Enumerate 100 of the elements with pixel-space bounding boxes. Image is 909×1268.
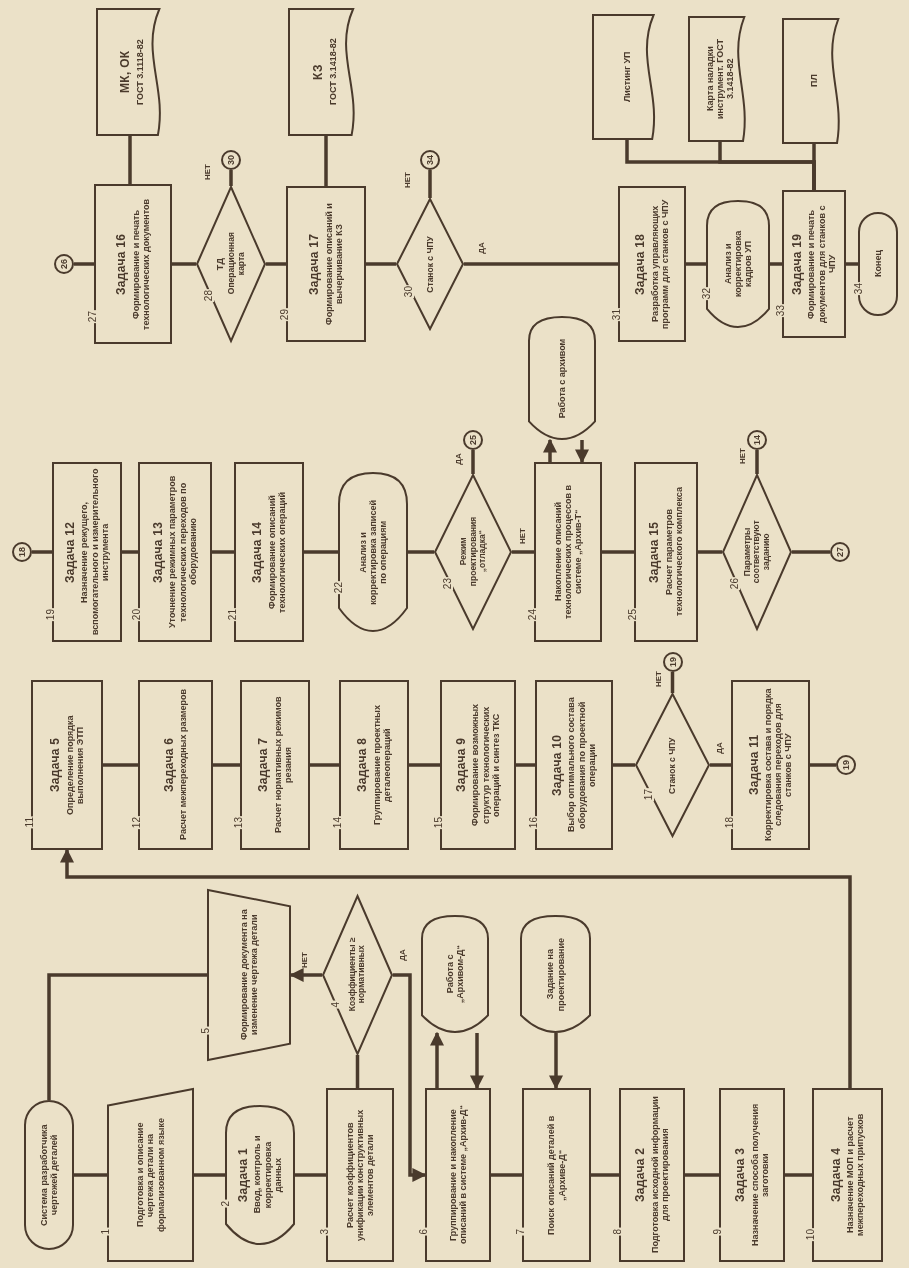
connector-circle <box>836 755 856 775</box>
connector-line <box>295 1173 326 1177</box>
step-number: 18 <box>725 816 735 830</box>
step-text: Листинг УП <box>621 51 633 103</box>
connector-circle <box>420 150 440 170</box>
connector-line <box>710 763 731 767</box>
connector-number: 19 <box>667 657 678 667</box>
arrow <box>549 1033 563 1090</box>
connector-line <box>792 550 830 554</box>
step-text: Выбор оптимального состава оборудования по проектной операции <box>566 696 597 835</box>
connector-line <box>213 763 240 767</box>
connector-line <box>212 550 234 554</box>
process-box <box>339 680 409 850</box>
edge-label: ДА <box>716 742 724 754</box>
step-text: Уточнение режимных параметров технологических переходов по оборудованию <box>167 474 198 631</box>
step-number: 14 <box>333 816 343 830</box>
connector-line <box>409 763 440 767</box>
step-number: 26 <box>730 576 741 591</box>
connector-circle <box>12 542 32 562</box>
process-box <box>138 680 213 850</box>
connector-line <box>304 550 338 554</box>
step-text: Коэффициенты ≥ нормативных <box>348 936 367 1014</box>
decision-diamond <box>434 474 512 630</box>
process-box <box>425 1088 491 1262</box>
process-box <box>440 680 516 850</box>
process-box <box>782 190 846 338</box>
connector-line <box>685 1173 719 1177</box>
process-box <box>31 680 103 850</box>
connector-line <box>74 262 94 266</box>
step-text: Конец <box>872 250 884 278</box>
step-title: Задача 8 <box>356 737 370 793</box>
connector-line <box>74 1173 107 1177</box>
step-number: 27 <box>88 310 98 324</box>
connector-circle <box>830 542 850 562</box>
connector-line <box>812 144 816 190</box>
step-number: 28 <box>204 288 215 303</box>
step-text: Анализ и корректировка записей по операциям <box>357 498 389 607</box>
process-box <box>522 1088 591 1262</box>
step-text: Расчет нормативных режимов резания <box>272 695 293 836</box>
process-box <box>534 462 602 642</box>
step-text: Поиск описаний деталей в „Архиве-Д“ <box>546 1114 567 1237</box>
connector-line <box>810 763 836 767</box>
step-title: Задача 3 <box>734 1147 748 1203</box>
step-number: 3 <box>320 1228 330 1236</box>
arrow <box>543 438 557 462</box>
connector-line <box>266 262 286 266</box>
process-box <box>286 186 366 342</box>
step-title: Задача 6 <box>162 737 177 793</box>
connector-circle <box>662 652 683 672</box>
edge-label: НЕТ <box>404 172 412 188</box>
step-title: Задача 7 <box>257 737 271 793</box>
step-text: Формирование документа на изменение чертежа детали <box>238 909 260 1041</box>
arrow <box>430 1031 444 1088</box>
step-text: Работа с „Архивом-Д“ <box>444 943 466 1006</box>
step-text: Формирование возможных структур технологических операций и синтез ТКС <box>470 702 501 829</box>
step-text: Формирование описаний и вычерчивание КЗ <box>323 202 344 327</box>
connector-line <box>428 170 432 198</box>
edge-label: НЕТ <box>519 528 527 544</box>
step-text: Формирование описаний технологических операций <box>266 490 287 615</box>
connector-line <box>770 262 782 266</box>
step-title: Задача 2 <box>634 1147 648 1203</box>
process-box <box>719 1088 785 1262</box>
step-number: 9 <box>713 1228 723 1236</box>
connector-line <box>670 672 675 693</box>
process-box <box>731 680 810 850</box>
connector-line <box>355 1055 360 1088</box>
step-text: Параметры соответствуют заданию <box>742 519 772 586</box>
step-number: 19 <box>46 608 56 622</box>
connector-line <box>32 550 52 554</box>
connector-line <box>464 262 618 266</box>
edge-label: НЕТ <box>739 448 747 464</box>
process-box <box>618 186 686 342</box>
process-box <box>619 1088 685 1262</box>
decision-diamond <box>396 198 464 330</box>
process-box <box>535 680 613 850</box>
step-text: Формирование и печать технологических документов <box>130 197 151 332</box>
step-text: Назначение способа получения заготовки <box>749 1102 770 1249</box>
decision-diamond <box>722 474 792 630</box>
step-text: Подготовка и описание чертежа детали на формализованном языке <box>135 1117 166 1234</box>
decision-diamond <box>322 895 393 1055</box>
step-title: Задача 10 <box>551 734 565 796</box>
connector-line <box>491 1173 522 1177</box>
step-text: Разработка управляющих программ для станков с ЧПУ <box>649 198 670 331</box>
connector-circle <box>463 430 483 450</box>
edge-label: НЕТ <box>655 671 663 687</box>
step-title: Задача 13 <box>152 521 166 583</box>
process-box <box>234 462 304 642</box>
connector-line <box>194 1173 225 1177</box>
step-text: Формирование и печать документов для станков с ЧПУ <box>806 204 837 325</box>
step-title: Задача 12 <box>64 521 78 583</box>
step-number: 12 <box>132 816 142 830</box>
step-text: Определение порядка выполнения ЭТП <box>64 714 85 817</box>
connector-number: 27 <box>834 547 846 557</box>
step-number: 34 <box>854 282 864 296</box>
step-number: 29 <box>280 308 290 322</box>
manual-operation-shape <box>207 889 291 1061</box>
arrow <box>575 440 589 464</box>
step-text: Станок с ЧПУ <box>425 235 435 293</box>
connector-line <box>229 170 233 186</box>
connector-line <box>324 136 328 186</box>
